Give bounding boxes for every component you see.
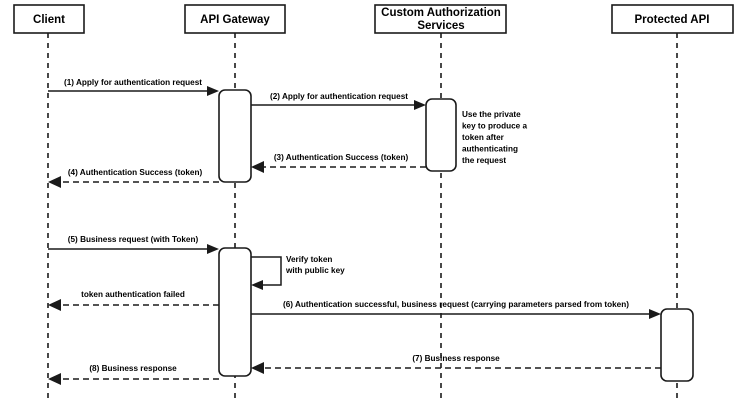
note-private-key-line-4: authenticating [462,145,518,154]
message-2-label: (2) Apply for authentication request [270,92,408,101]
message-6-arrowhead [649,309,661,319]
activation-bar-gateway-2[interactable] [218,247,252,377]
participant-box-gateway[interactable] [184,4,286,34]
activation-bar-gateway-1[interactable] [218,89,252,183]
message-3-label: (3) Authentication Success (token) [274,153,409,162]
message-4[interactable]: (4) Authentication Success (token) [48,168,219,188]
participant-gateway[interactable]: API Gateway [184,4,286,34]
message-5-label: (5) Business request (with Token) [68,235,199,244]
message-token-authentication-failed[interactable]: token authentication failed [48,290,219,311]
message-1-arrowhead [207,86,219,96]
self-message-verify-token-label-line2: with public key [285,266,345,275]
note-private-key-line-2: key to produce a [462,122,528,131]
participant-label-authsvc-line1: Custom Authorization [381,7,501,19]
participant-box-protapi[interactable] [611,4,734,34]
participant-box-authsvc[interactable] [374,4,507,34]
note-private-key-line-5: the request [462,156,506,165]
participant-label-protapi: Protected API [635,14,710,26]
message-5[interactable]: (5) Business request (with Token) [48,235,219,254]
message-3[interactable]: (3) Authentication Success (token) [251,153,426,173]
participant-box-client[interactable] [13,4,85,34]
note-private-key-line-3: token after [462,133,505,142]
self-message-verify-token-path [251,256,282,286]
activation-bar-authsvc-1[interactable] [425,98,457,172]
note-private-key: Use the private key to produce a token a… [462,110,528,165]
message-6-label: (6) Authentication successful, business … [283,300,629,309]
self-message-verify-token[interactable]: Verify token with public key [251,255,345,290]
message-5-arrowhead [207,244,219,254]
message-8[interactable]: (8) Business response [48,364,219,385]
participant-protapi[interactable]: Protected API [611,4,734,34]
message-1-label: (1) Apply for authentication request [64,78,202,87]
message-7-label: (7) Business response [412,354,500,363]
message-4-arrowhead [48,176,61,188]
participant-label-client: Client [33,14,65,26]
participant-headers-group: Client API Gateway Custom Authorization … [13,4,734,34]
message-1[interactable]: (1) Apply for authentication request [48,78,219,96]
activations-group [218,89,694,382]
participant-label-gateway: API Gateway [200,14,270,26]
self-message-verify-token-arrowhead [251,280,263,290]
participant-client[interactable]: Client [13,4,85,34]
activation-bar-protapi-1[interactable] [660,308,694,382]
message-2-arrowhead [414,100,426,110]
message-7[interactable]: (7) Business response [251,354,661,374]
message-2[interactable]: (2) Apply for authentication request [251,92,426,110]
note-private-key-line-1: Use the private [462,110,521,119]
message-4-label: (4) Authentication Success (token) [68,168,203,177]
message-token-authentication-failed-arrowhead [48,299,61,311]
participant-authsvc[interactable]: Custom Authorization Services [374,4,507,34]
message-8-arrowhead [48,373,61,385]
message-6[interactable]: (6) Authentication successful, business … [251,300,661,319]
self-message-verify-token-label-line1: Verify token [286,255,332,264]
participant-label-authsvc-line2: Services [417,20,464,32]
message-7-arrowhead [251,362,264,374]
message-8-label: (8) Business response [89,364,177,373]
lifelines-group [47,33,678,401]
message-3-arrowhead [251,161,264,173]
message-token-authentication-failed-label: token authentication failed [81,290,185,299]
